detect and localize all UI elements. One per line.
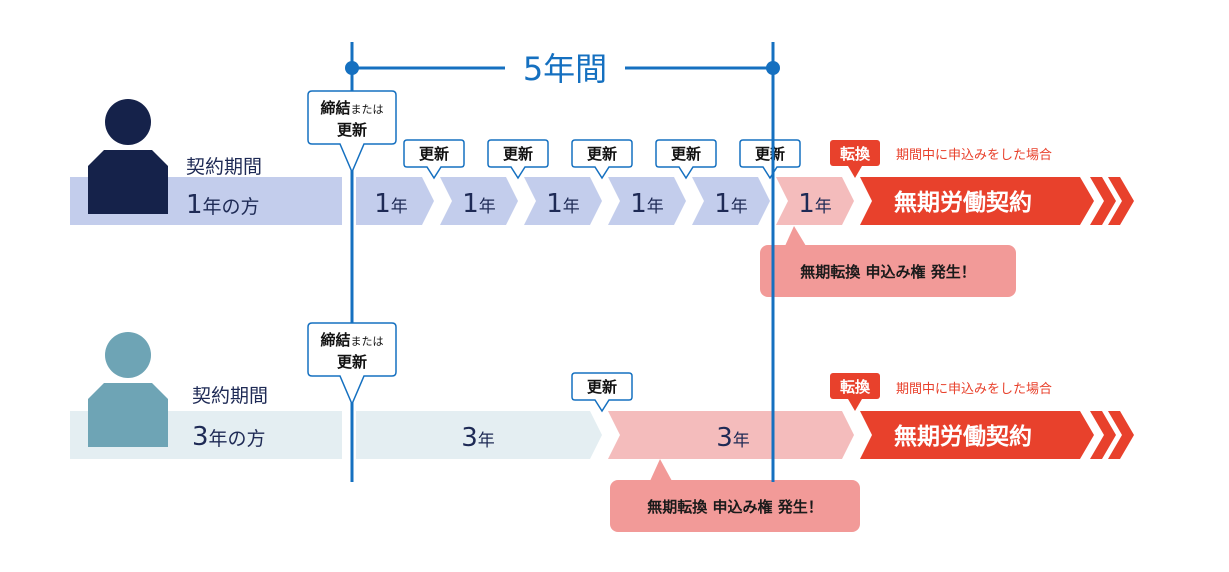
row1-segments: 1年 1年 1年 1年 1年 1年 (356, 177, 854, 225)
row2-convert-badge: 転換 (830, 373, 880, 411)
svg-text:締結または: 締結または (320, 331, 383, 349)
svg-text:1年: 1年 (374, 189, 408, 219)
row1-segment-1: 1年 (356, 177, 434, 225)
row1-label-top: 契約期間 (186, 156, 262, 178)
row1-rights-bubble: 無期転換 申込み権 発生！ (760, 226, 1016, 297)
svg-text:更新: 更新 (337, 353, 367, 371)
svg-text:更新: 更新 (419, 145, 449, 163)
row2-label-top: 契約期間 (192, 385, 268, 407)
svg-text:転換: 転換 (840, 378, 871, 396)
period-label: 5年間 (523, 50, 607, 88)
row1-segment-5: 1年 (692, 177, 770, 225)
svg-text:更新: 更新 (587, 378, 617, 396)
row1-final-contract: 無期労働契約 (860, 177, 1134, 225)
person-icon (88, 332, 168, 447)
period-bracket: 5年間 (345, 50, 780, 88)
row2-convert-note: 期間中に申込みをした場合 (896, 382, 1052, 397)
svg-text:転換: 転換 (840, 145, 871, 163)
svg-text:更新: 更新 (671, 145, 701, 163)
row1-segment-3: 1年 (524, 177, 602, 225)
row2-segment-2: 3年 (608, 411, 854, 459)
row1-renew-callouts: 更新 更新 更新 更新 更新 (403, 139, 801, 180)
row1-segment-2: 1年 (440, 177, 518, 225)
svg-text:3年: 3年 (461, 423, 495, 453)
row1-label-main: 1年の方 (186, 190, 260, 220)
svg-text:1年: 1年 (714, 189, 748, 219)
renew-callout: 更新 (487, 139, 549, 180)
row2-segment-1: 3年 (356, 411, 602, 459)
svg-text:更新: 更新 (503, 145, 533, 163)
row2-segments: 3年 3年 (356, 411, 854, 459)
row2-final-label: 無期労働契約 (894, 423, 1032, 450)
row1-segment-6: 1年 (776, 177, 854, 225)
row2-start-callout: 締結または 更新 (307, 322, 397, 406)
row1-start-callout: 締結または 更新 (307, 90, 397, 174)
svg-text:1年: 1年 (546, 189, 580, 219)
row2-renew-callout: 更新 (571, 372, 633, 413)
row1-segment-4: 1年 (608, 177, 686, 225)
svg-text:無期転換 申込み権 発生！: 無期転換 申込み権 発生！ (647, 498, 822, 516)
row1-final-label: 無期労働契約 (894, 189, 1032, 216)
svg-text:更新: 更新 (337, 121, 367, 139)
row2-label-main: 3年の方 (192, 422, 266, 452)
svg-text:締結または: 締結または (320, 99, 383, 117)
row1-convert-note: 期間中に申込みをした場合 (896, 148, 1052, 163)
svg-text:更新: 更新 (587, 145, 617, 163)
svg-text:無期転換 申込み権 発生！: 無期転換 申込み権 発生！ (800, 263, 975, 281)
svg-text:1年: 1年 (798, 189, 832, 219)
svg-text:更新: 更新 (755, 145, 785, 163)
row1-convert-badge: 転換 (830, 140, 880, 178)
row2-final-contract: 無期労働契約 (860, 411, 1134, 459)
person-icon (88, 99, 168, 214)
renew-callout: 更新 (739, 139, 801, 180)
svg-text:1年: 1年 (630, 189, 664, 219)
renew-callout: 更新 (403, 139, 465, 180)
svg-text:3年: 3年 (716, 423, 750, 453)
row2-rights-bubble: 無期転換 申込み権 発生！ (610, 459, 860, 532)
renew-callout: 更新 (655, 139, 717, 180)
svg-text:1年: 1年 (462, 189, 496, 219)
renew-callout: 更新 (571, 139, 633, 180)
